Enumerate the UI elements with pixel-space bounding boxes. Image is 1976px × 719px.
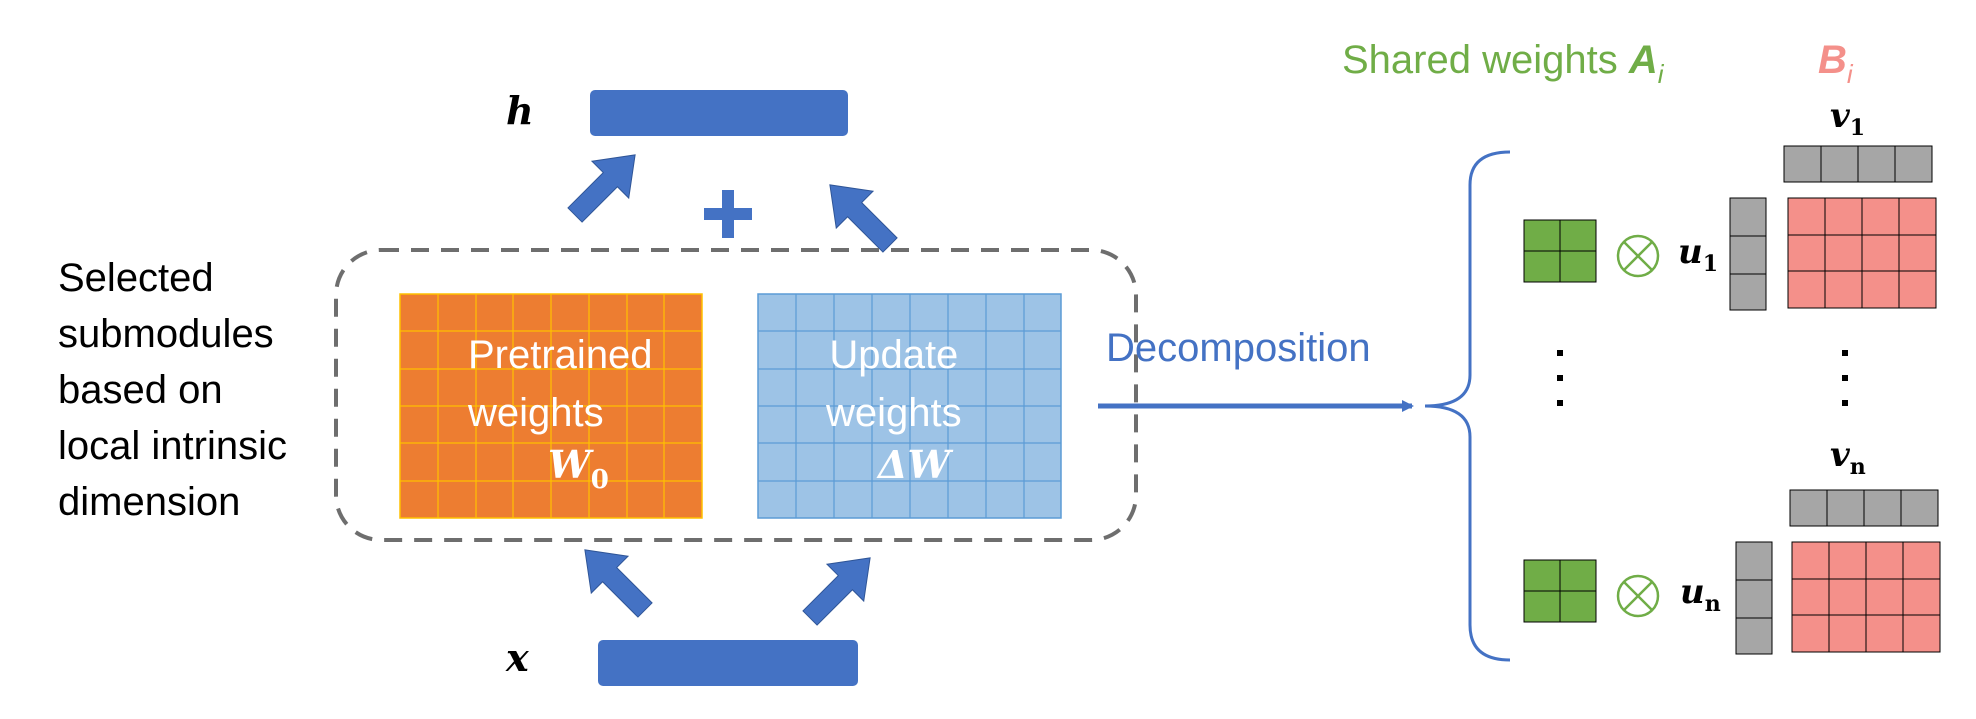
- b-matrix-n: [1791, 541, 1941, 653]
- u1-vector: [1729, 197, 1767, 311]
- h-label: h: [506, 88, 534, 133]
- pretrained-weights-label: Pretrained weights: [468, 333, 653, 435]
- update-weights-grid: [757, 293, 1062, 519]
- arrow-to-h-left: [567, 154, 636, 223]
- v1-label: v1: [1830, 96, 1866, 141]
- b-matrix-1: [1787, 197, 1937, 309]
- vertical-ellipsis-right: [1842, 350, 1848, 406]
- x-label: x: [506, 635, 529, 680]
- h-output-bar: [590, 90, 848, 136]
- selected-submodules-caption: Selected submodules based on local intri…: [58, 256, 287, 524]
- delta-w-symbol: ΔW: [878, 442, 951, 487]
- b-matrix-label: Bi: [1818, 38, 1853, 89]
- curly-brace: [1424, 150, 1511, 662]
- un-label: un: [1680, 572, 1721, 617]
- arrow-from-x-left: [584, 549, 653, 618]
- pretrained-weights-grid: [399, 293, 703, 519]
- vn-vector: [1789, 489, 1939, 527]
- w0-symbol: W0: [548, 442, 609, 495]
- selected-submodules-box: [334, 248, 1138, 542]
- shared-weights-a-matrix-1: [1523, 219, 1597, 283]
- x-input-bar: [598, 640, 858, 686]
- vn-label: vn: [1830, 435, 1866, 480]
- arrow-from-x-right: [802, 557, 871, 626]
- v1-vector: [1783, 145, 1933, 183]
- plus-icon: [704, 190, 752, 238]
- decomposition-label: Decomposition: [1106, 326, 1371, 370]
- un-vector: [1735, 541, 1773, 655]
- update-weights-label: Update weights: [826, 333, 962, 435]
- kronecker-product-icon-n: [1616, 574, 1660, 618]
- vertical-ellipsis-left: [1557, 350, 1563, 406]
- shared-weights-label: Shared weights Ai: [1342, 38, 1664, 89]
- arrow-to-h-right: [829, 184, 898, 253]
- kronecker-product-icon-1: [1616, 234, 1660, 278]
- shared-weights-a-matrix-n: [1523, 559, 1597, 623]
- u1-label: u1: [1678, 232, 1719, 277]
